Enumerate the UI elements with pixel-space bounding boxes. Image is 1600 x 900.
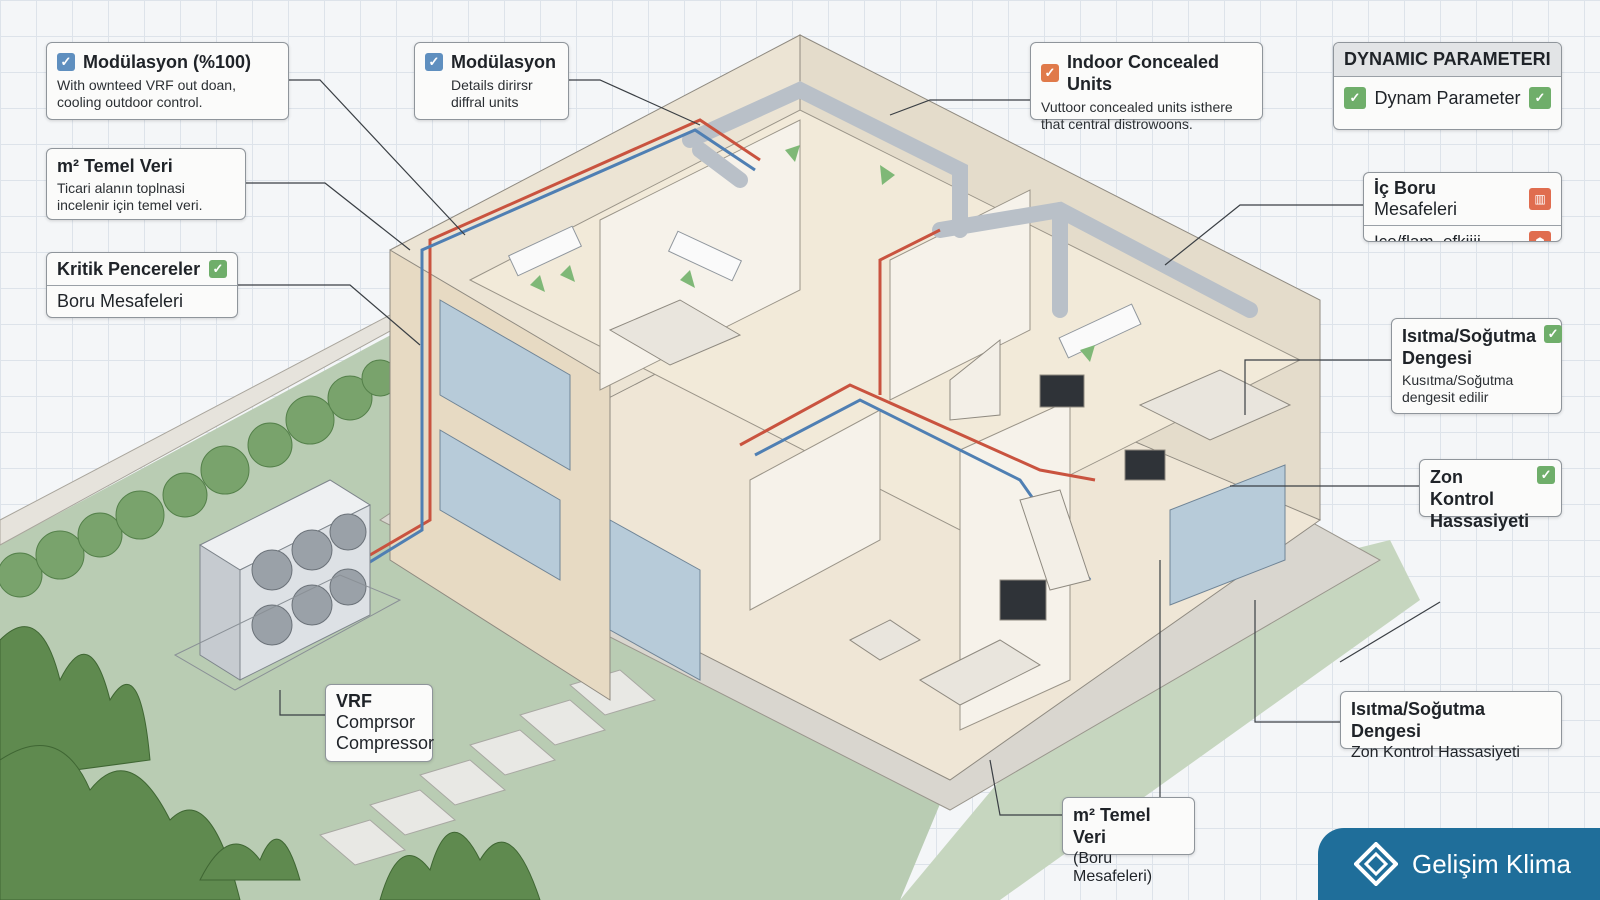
callout-title: VRF <box>336 691 372 711</box>
checkbox-icon: ✓ <box>57 53 75 71</box>
users-icon: ☗ <box>1529 231 1551 241</box>
callout-title: Modülasyon <box>451 52 557 72</box>
callout-title: Indoor Concealed Units <box>1067 52 1220 94</box>
callout-subtitle: Ice/flam..efkiiii <box>1374 232 1481 242</box>
callout-modulasyon: ✓ Modülasyon Details dirirsr diffral unit… <box>414 42 569 120</box>
callout-subtitle: Zon Kontrol Hassasiyeti <box>1351 744 1520 761</box>
stepping-stones <box>318 669 657 866</box>
callout-body: Vuttoor concealed units isthere that cen… <box>1041 99 1233 132</box>
furniture <box>608 299 1292 706</box>
panel-item: Dynam Parameter <box>1374 87 1521 108</box>
callout-temel-veri: m² Temel Veri Ticari alanın toplnasi inc… <box>46 148 246 220</box>
callout-vrf-compressor: VRF Comprsor Compressor <box>325 684 435 762</box>
facade-windows <box>439 299 1286 681</box>
airflow-arrows <box>530 145 1095 362</box>
callout-title-bold: İç Boru <box>1374 178 1437 198</box>
callout-title: Zon Kontrol Hassasiyeti <box>1430 467 1530 531</box>
vrf-outdoor-unit <box>173 479 402 691</box>
dynamic-parameter-panel: DYNAMIC PARAMETERI ✓ Dynam Parameter ✓ <box>1333 42 1562 130</box>
callout-line-1: Comprsor <box>336 712 416 732</box>
callout-temel-veri-boru: m² Temel Veri (Boru Mesafeleri) <box>1062 797 1195 885</box>
callout-body: Details dirirsr diffral units <box>451 77 533 110</box>
indoor-units <box>507 225 1142 359</box>
checkbox-icon: ✓ <box>1537 466 1556 484</box>
hedge <box>0 359 399 598</box>
callout-zon-kontrol: Zon Kontrol Hassasiyeti ✓ <box>1419 459 1562 531</box>
callout-isitma-zon: Isıtma/Soğutma Dengesi Zon Kontrol Hassa… <box>1340 691 1562 761</box>
foreground-plants <box>0 626 541 900</box>
callout-title-rest: Mesafeleri <box>1374 199 1458 219</box>
callout-modulasyon-100: ✓ Modülasyon (%100) With ownteed VRF out … <box>46 42 289 120</box>
callout-title: Isıtma/Soğutma Dengesi <box>1402 326 1537 368</box>
checkbox-icon: ✓ <box>1041 64 1059 82</box>
chart-icon: ▥ <box>1529 188 1551 210</box>
stairs <box>949 338 1091 591</box>
callout-body: Ticari alanın toplnasi incelenir için te… <box>57 180 203 213</box>
checkbox-icon: ✓ <box>425 53 443 71</box>
brand-badge: Gelişim Klima <box>1318 828 1600 900</box>
ducts <box>682 81 1258 318</box>
leader-lines <box>238 79 1441 816</box>
callout-line-2: Compressor <box>336 733 435 753</box>
checkbox-icon: ✓ <box>209 260 227 278</box>
refrigerant-pipes <box>364 118 1096 581</box>
brand-name: Gelişim Klima <box>1412 848 1571 879</box>
callout-title: Kritik Pencereler <box>57 259 201 279</box>
callout-subtitle: (Boru Mesafeleri) <box>1073 850 1153 885</box>
callout-title: m² Temel Veri <box>1073 805 1151 847</box>
gelisim-logo-icon <box>1354 842 1398 886</box>
callout-title: Isıtma/Soğutma Dengesi <box>1351 699 1486 741</box>
callout-kritik-pencereler: Kritik Pencereler ✓ Boru Mesafeleri <box>46 252 238 318</box>
callout-ic-boru: İç Boru Mesafeleri ▥ Ice/flam..efkiiii ☗ <box>1363 172 1562 242</box>
callout-title: Modülasyon (%100) <box>83 52 252 72</box>
checkbox-icon: ✓ <box>1529 87 1551 109</box>
checkbox-icon: ✓ <box>1344 87 1366 109</box>
panel-header: DYNAMIC PARAMETERI <box>1334 43 1561 76</box>
callout-subtitle: Boru Mesafeleri <box>57 291 184 311</box>
callout-isitma-sogutma-dengesi: Isıtma/Soğutma Dengesi ✓ Kusıtma/Soğutma… <box>1391 318 1563 414</box>
callout-indoor-concealed-units: ✓ Indoor Concealed Units Vuttoor conceale… <box>1030 42 1263 132</box>
callout-title: m² Temel Veri <box>57 156 173 176</box>
callout-body: With ownteed VRF out doan, cooling outdo… <box>57 77 236 110</box>
checkbox-icon: ✓ <box>1544 325 1563 343</box>
callout-body: Kusıtma/Soğutma dengesit edilir <box>1402 372 1514 405</box>
